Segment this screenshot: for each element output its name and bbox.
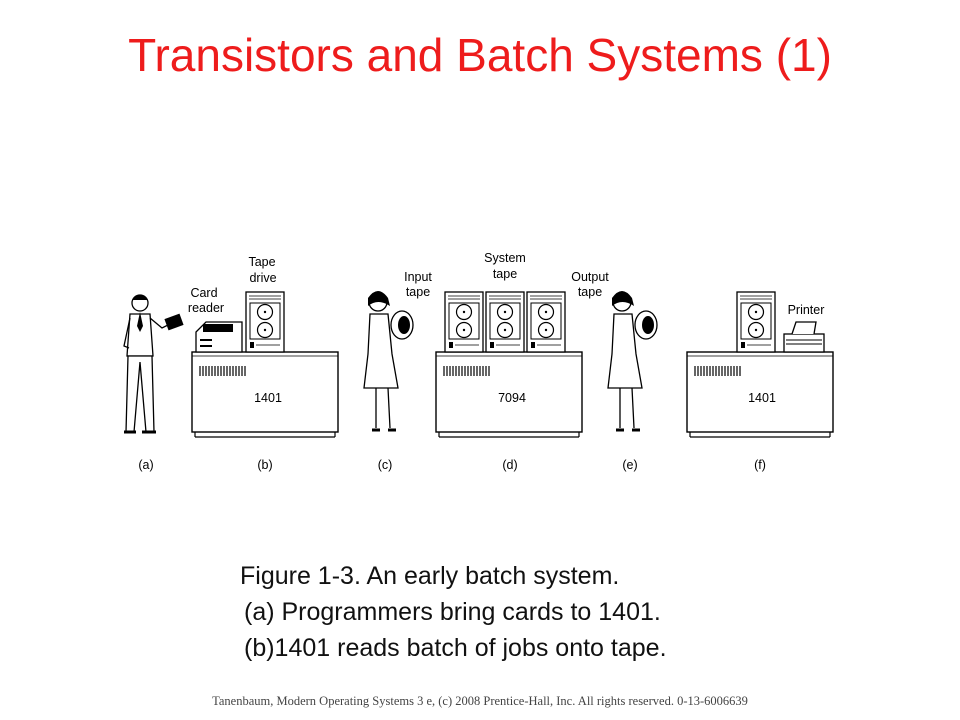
ibm-1401-output-machine: 1401 bbox=[687, 291, 833, 437]
figure-caption-line-b: (b)1401 reads batch of jobs onto tape. bbox=[244, 634, 667, 662]
panel-label-c: (c) bbox=[378, 458, 393, 472]
label-tape-2: drive bbox=[249, 271, 276, 285]
machine-label-1401-output: 1401 bbox=[748, 391, 776, 405]
machine-label-1401: 1401 bbox=[254, 391, 282, 405]
label-output-1: Output bbox=[571, 270, 609, 284]
figure-caption-line-a: (a) Programmers bring cards to 1401. bbox=[244, 598, 661, 626]
label-output-2: tape bbox=[578, 285, 602, 299]
panel-label-f: (f) bbox=[754, 458, 766, 472]
ibm-1401-input-machine: 1401 bbox=[192, 291, 338, 437]
label-tape-1: Tape bbox=[248, 255, 275, 269]
label-input-2: tape bbox=[406, 285, 430, 299]
label-system-1: System bbox=[484, 251, 526, 265]
label-printer: Printer bbox=[788, 303, 825, 317]
figure-caption-title: Figure 1-3. An early batch system. bbox=[240, 562, 620, 590]
label-card-2: reader bbox=[188, 301, 224, 315]
operator-output-figure bbox=[607, 291, 658, 432]
label-system-2: tape bbox=[493, 267, 517, 281]
panel-label-b: (b) bbox=[257, 458, 272, 472]
copyright-footer: Tanenbaum, Modern Operating Systems 3 e,… bbox=[212, 694, 748, 708]
label-card-1: Card bbox=[190, 286, 217, 300]
ibm-7094-machine: 7094 bbox=[436, 291, 582, 437]
programmer-figure bbox=[123, 294, 184, 434]
panel-label-d: (d) bbox=[502, 458, 517, 472]
operator-input-figure bbox=[363, 291, 414, 432]
slide-title: Transistors and Batch Systems (1) bbox=[128, 29, 832, 81]
card-reader bbox=[195, 321, 243, 353]
panel-label-e: (e) bbox=[622, 458, 637, 472]
label-input-1: Input bbox=[404, 270, 432, 284]
printer bbox=[783, 321, 825, 353]
panel-label-a: (a) bbox=[138, 458, 153, 472]
machine-label-7094: 7094 bbox=[498, 391, 526, 405]
